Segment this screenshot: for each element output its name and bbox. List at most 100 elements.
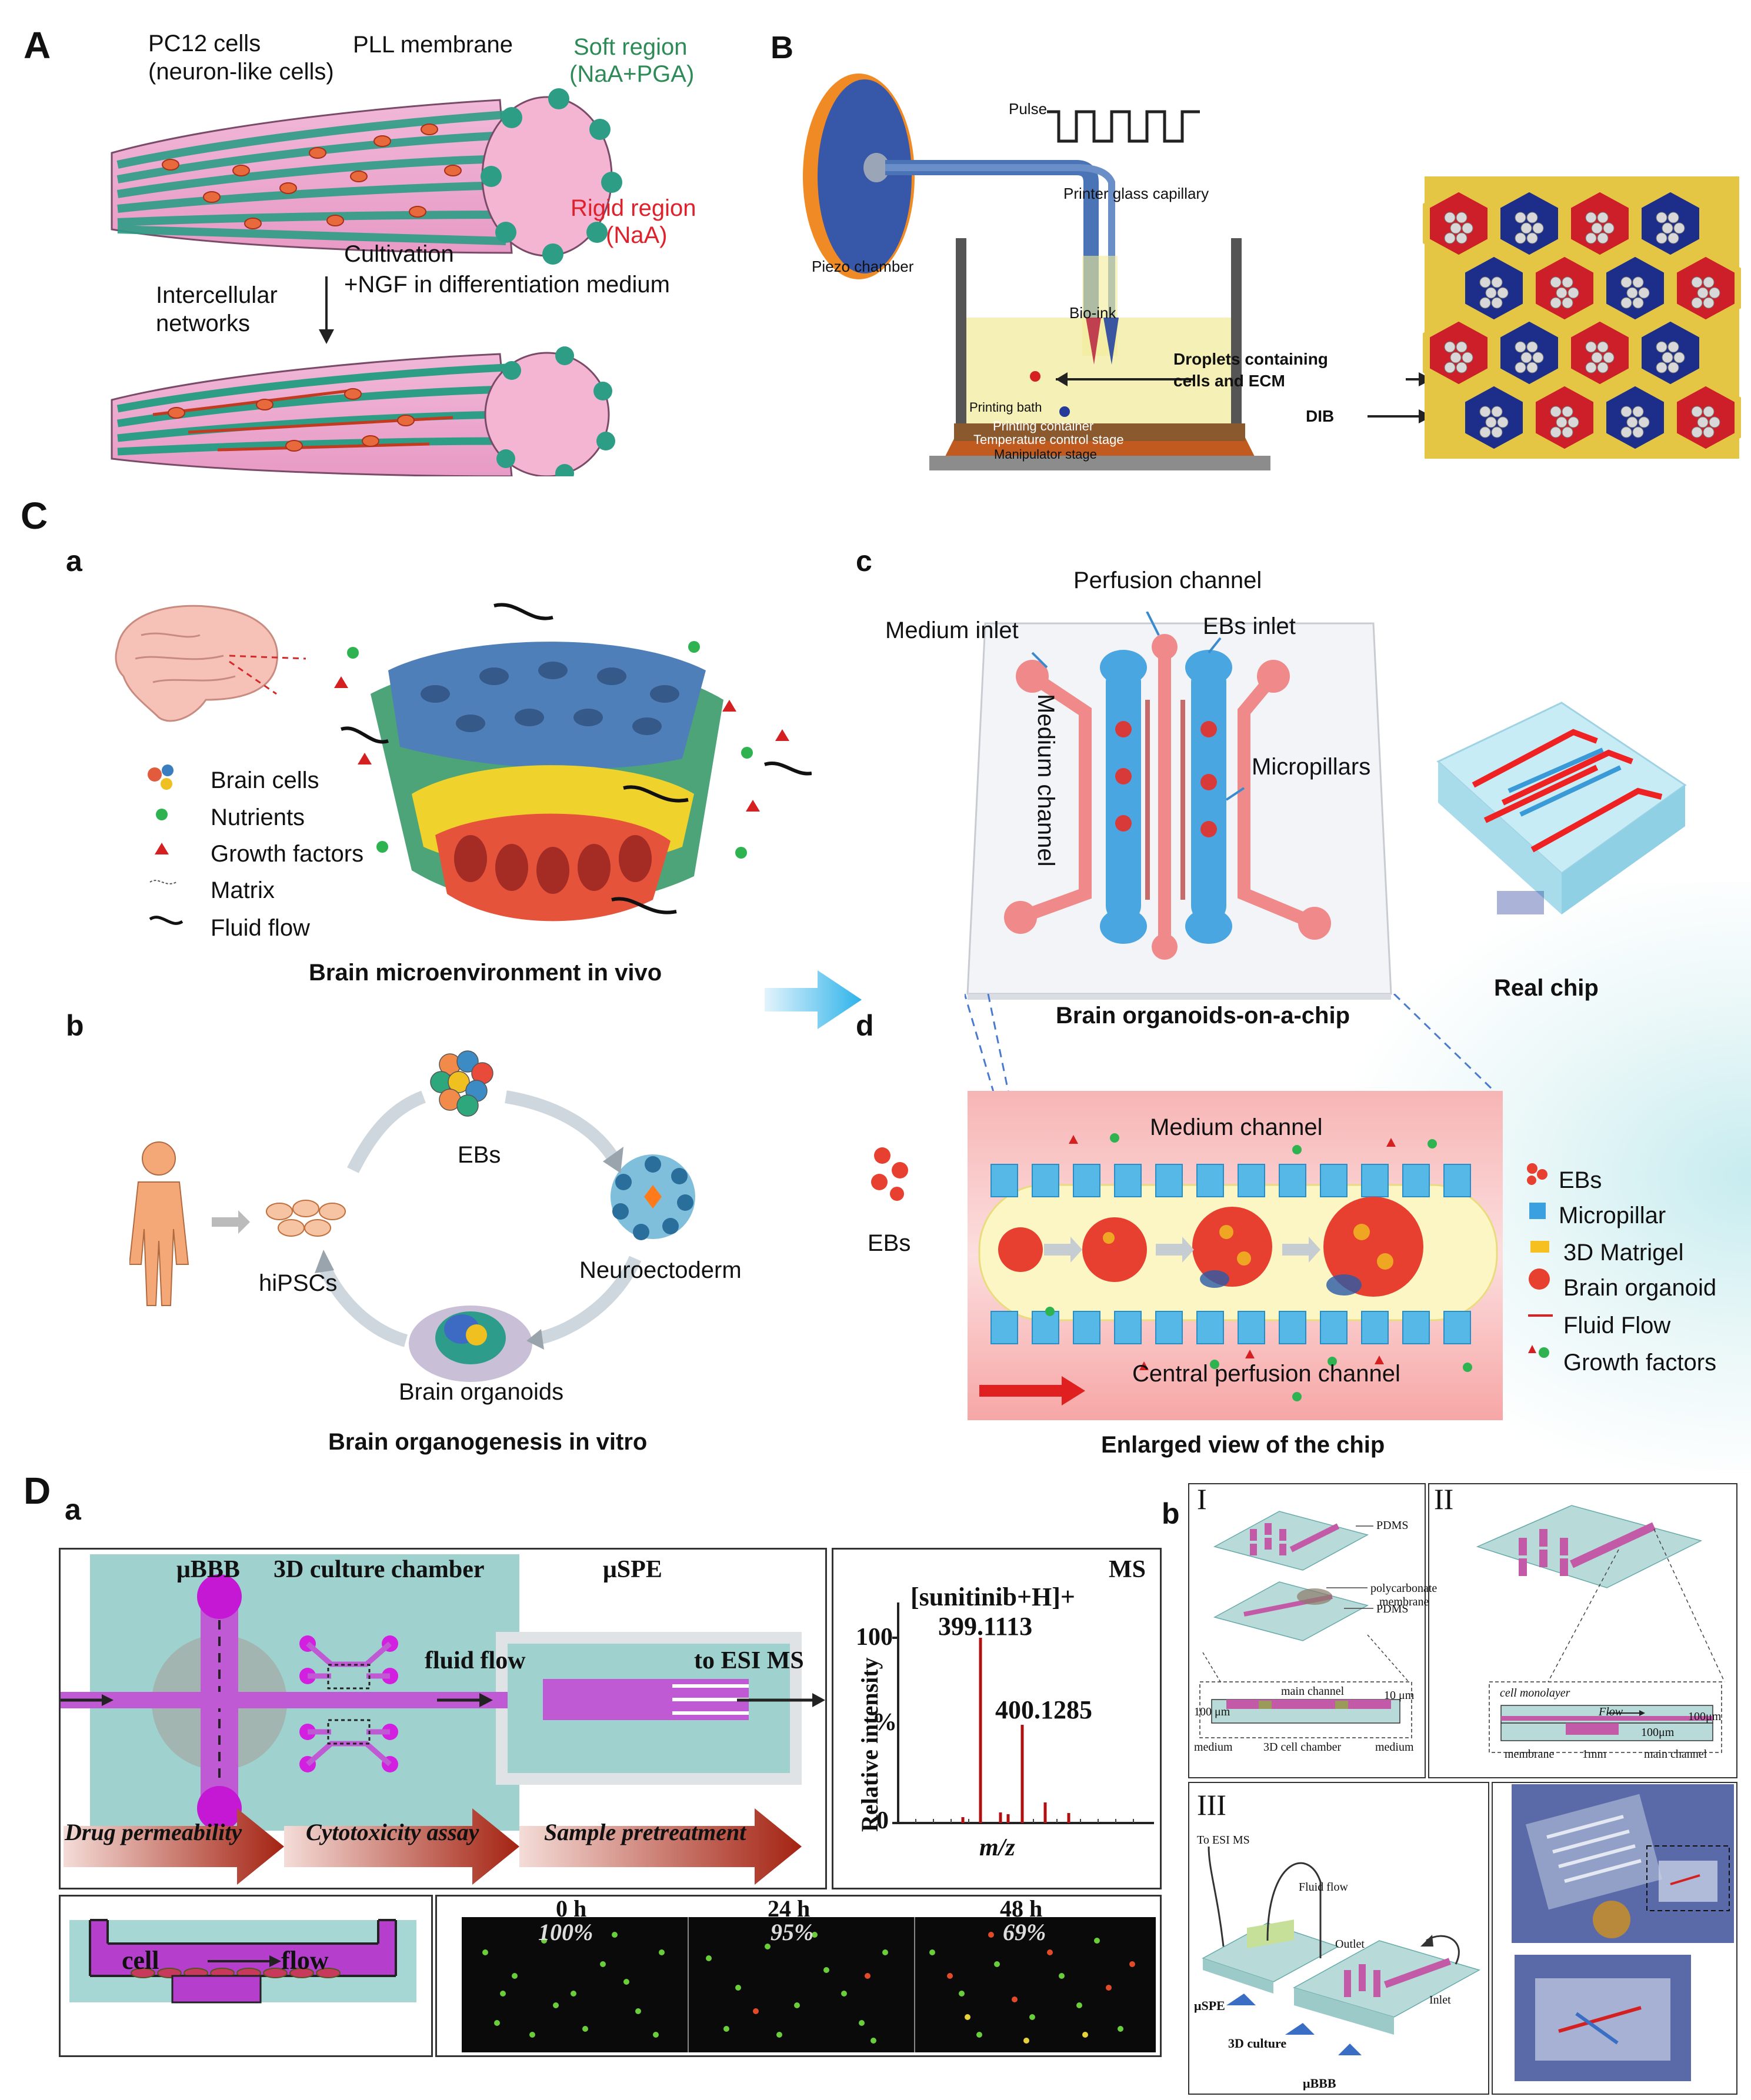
label-main-channel-II: main channel — [1644, 1748, 1707, 1761]
label-viability-95: 95% — [771, 1919, 814, 1945]
label-sunitinib: [sunitinib+H]+ — [910, 1582, 1076, 1611]
legend-d-ebs: EBs — [1559, 1167, 1602, 1193]
label-soft-region-sub: (NaA+PGA) — [569, 61, 695, 87]
label-cytotoxicity: Cytotoxicity assay — [306, 1819, 479, 1845]
caption-c-d: Enlarged view of the chip — [1101, 1432, 1385, 1458]
panel-c-b-figure — [129, 1050, 695, 1382]
legend-d-brain-organoid: Brain organoid — [1563, 1275, 1717, 1301]
panel-c-sub-a: a — [66, 545, 82, 577]
label-flow: flow — [281, 1946, 329, 1975]
label-outlet: Outlet — [1335, 1938, 1365, 1951]
label-micropillars: Micropillars — [1252, 754, 1371, 780]
label-viability-100: 100% — [538, 1919, 593, 1945]
label-medium-channel-vertical: Medium channel — [1033, 694, 1059, 867]
label-capillary: Printer glass capillary — [1063, 185, 1209, 202]
label-ubbb: μBBB — [176, 1556, 240, 1583]
label-inlet: Inlet — [1429, 1994, 1451, 2006]
label-perfusion-channel: Perfusion channel — [1073, 567, 1262, 593]
ms-spectrum — [892, 1602, 1154, 1824]
label-hipscs: hiPSCs — [259, 1270, 338, 1296]
panel-c-d-legend-icons — [1527, 1163, 1553, 1358]
label-droplets-1: Droplets containing — [1173, 350, 1328, 368]
label-brain-organoids: Brain organoids — [399, 1379, 564, 1405]
label-dib: DIB — [1306, 407, 1335, 425]
label-temp-stage: Temperature control stage — [973, 432, 1124, 447]
legend-nutrients: Nutrients — [211, 804, 305, 830]
panel-d-sub-a: a — [65, 1493, 81, 1526]
ms-y-tick-100: 100 — [856, 1624, 893, 1651]
caption-real-chip: Real chip — [1494, 975, 1599, 1001]
label-fluid-flow-III: Fluid flow — [1299, 1881, 1348, 1894]
cell-flow-diagram — [69, 1919, 416, 2004]
label-ubbb-III: μBBB — [1303, 2076, 1336, 2091]
panel-d-b-II-figure — [1476, 1505, 1725, 1753]
legend-d-micropillar: Micropillar — [1559, 1203, 1666, 1228]
panel-b-figure — [803, 74, 1741, 470]
label-viability-69: 69% — [1003, 1919, 1046, 1945]
label-printing-container: Printing container — [993, 419, 1094, 433]
ms-y-axis-label: Relative intensity — [856, 1657, 883, 1832]
panel-c-d-figure — [968, 1091, 1503, 1420]
label-medium-channel-d: Medium channel — [1150, 1114, 1323, 1140]
label-time-48h: 48 h — [1000, 1895, 1043, 1922]
label-medium-inlet: Medium inlet — [885, 617, 1019, 643]
panel-c-c-chip — [966, 612, 1392, 1000]
label-membrane-II: membrane — [1505, 1748, 1555, 1761]
label-ebs: EBs — [458, 1142, 501, 1168]
label-100um-II-a: 100μm — [1688, 1710, 1722, 1723]
panel-d-b-III-figure — [1202, 1846, 1480, 2055]
label-pc12-line1: PC12 cells — [148, 31, 261, 56]
label-10um-I: 10 μm — [1384, 1689, 1415, 1702]
label-manip-stage: Manipulator stage — [994, 447, 1097, 462]
label-pdms-2: PDMS — [1376, 1602, 1409, 1615]
label-soft-region: Soft region — [573, 34, 688, 60]
label-uspe: μSPE — [603, 1556, 662, 1583]
label-polycarbonate: polycarbonate — [1370, 1582, 1438, 1595]
legend-d-fluid-flow: Fluid Flow — [1563, 1313, 1671, 1338]
panel-c-sub-c: c — [856, 545, 872, 577]
label-time-0h: 0 h — [556, 1895, 587, 1922]
label-ms: MS — [1109, 1556, 1146, 1583]
panel-b-letter: B — [771, 30, 793, 65]
zoom-guides — [965, 994, 1498, 1094]
ms-x-axis-label: m/z — [979, 1834, 1015, 1861]
panel-d-a-schematic — [61, 1554, 825, 1885]
label-bioink: Bio-ink — [1069, 304, 1116, 322]
label-1mm: 1mm — [1582, 1748, 1607, 1761]
label-ebs-inlet: EBs inlet — [1203, 613, 1296, 639]
real-chip-photo — [1436, 702, 1687, 914]
label-central-perfusion: Central perfusion channel — [1132, 1361, 1400, 1387]
panel-d-sub-b: b — [1162, 1497, 1180, 1530]
panel-c-a-legend-icons — [148, 764, 184, 925]
label-cell: cell — [122, 1946, 159, 1975]
label-ebs-d: EBs — [868, 1230, 911, 1256]
label-to-esi-ms: to ESI MS — [694, 1647, 804, 1674]
label-time-24h: 24 h — [768, 1895, 811, 1922]
ms-y-tick-0: 0 — [876, 1807, 889, 1834]
panel-d-b-III-box — [1188, 1782, 1489, 2095]
transition-arrow — [765, 970, 862, 1029]
panel-d-b-I-figure — [1199, 1511, 1412, 1738]
label-drug-permeability: Drug permeability — [65, 1819, 242, 1845]
label-ngf: +NGF in differentiation medium — [344, 272, 670, 298]
legend-fluid-flow: Fluid flow — [211, 915, 310, 941]
legend-d-matrigel: 3D Matrigel — [1563, 1240, 1684, 1266]
label-fluid-flow: fluid flow — [425, 1647, 526, 1674]
panel-d-letter: D — [24, 1470, 51, 1512]
label-3d-cell-chamber: 3D cell chamber — [1263, 1741, 1342, 1754]
panel-a-letter: A — [24, 24, 51, 66]
label-uspe-III: μSPE — [1194, 1998, 1225, 2013]
panel-c-letter: C — [21, 495, 48, 537]
label-pll-membrane: PLL membrane — [353, 32, 513, 58]
label-droplets-2: cells and ECM — [1173, 372, 1285, 390]
label-networks: networks — [156, 311, 251, 336]
label-pc12-line2: (neuron-like cells) — [148, 59, 334, 85]
label-3d-culture-III: 3D culture — [1228, 2036, 1287, 2051]
ms-y-tick-pct: % — [872, 1709, 897, 1736]
viability-images — [462, 1917, 1156, 2052]
ebs-cluster-icon — [871, 1147, 908, 1201]
label-neuroectoderm: Neuroectoderm — [579, 1257, 742, 1283]
panel-c-sub-b: b — [66, 1009, 84, 1042]
label-peak-399: 399.1113 — [938, 1612, 1033, 1641]
panel-c-sub-d: d — [856, 1009, 874, 1042]
